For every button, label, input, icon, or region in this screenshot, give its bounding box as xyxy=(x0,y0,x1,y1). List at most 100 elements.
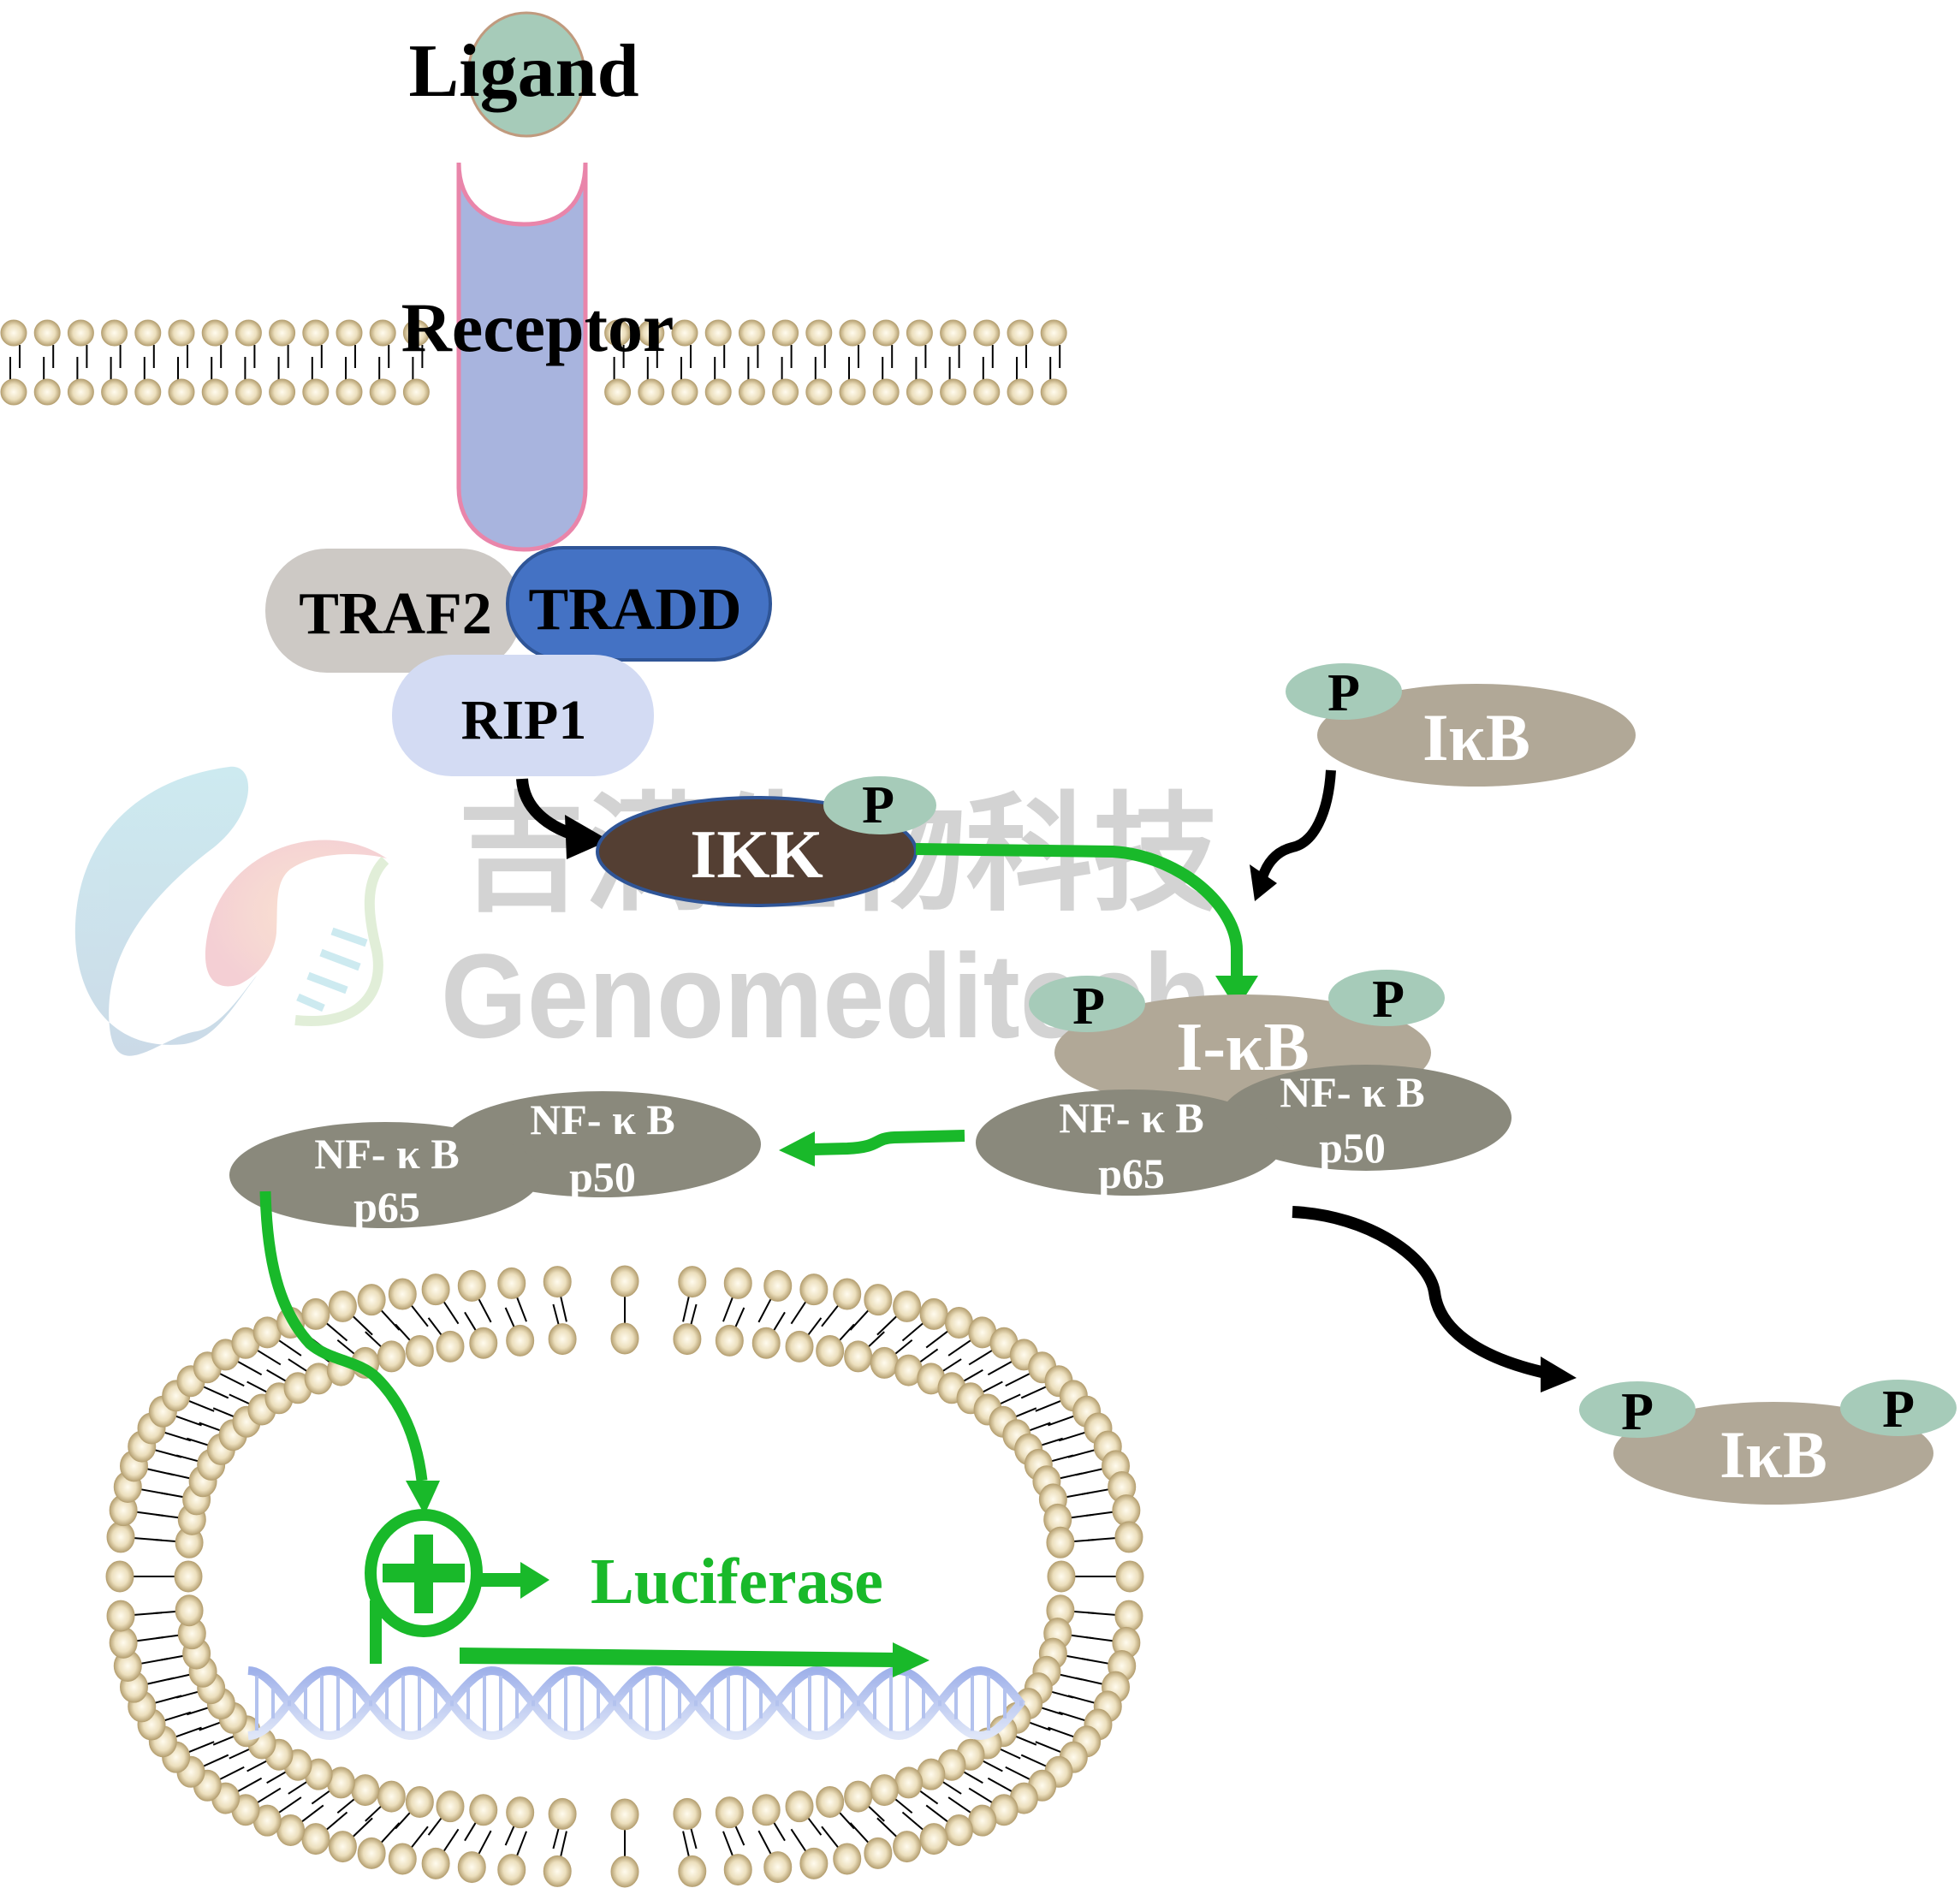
free-p50-label: p50 xyxy=(569,1153,636,1201)
lipid-head xyxy=(469,1327,498,1359)
lipid-head xyxy=(421,1847,450,1879)
lipid-head xyxy=(497,1854,526,1886)
lipid-head xyxy=(738,378,765,406)
lipid-tail xyxy=(734,1824,745,1846)
lipid-tail xyxy=(1071,1513,1094,1519)
lipid-tail xyxy=(410,1826,429,1849)
release-nfkb-green-arrow xyxy=(812,1130,965,1155)
lipid-head xyxy=(109,1626,138,1659)
lipid-tail xyxy=(1051,1690,1074,1699)
lipid-head xyxy=(357,1284,386,1316)
lipid-head xyxy=(673,1797,702,1830)
lipid-tail xyxy=(757,1297,773,1323)
lipid-head xyxy=(201,378,229,406)
lipid-tail xyxy=(849,1309,870,1331)
ikb-degraded-label: IκB xyxy=(1719,1417,1827,1492)
lipid-head xyxy=(610,1265,639,1297)
lipid-head xyxy=(671,319,698,347)
lipid-tail xyxy=(156,1513,179,1519)
lipid-head xyxy=(1046,1526,1075,1558)
lipid-tail xyxy=(212,1735,235,1746)
lipid-tail xyxy=(982,1380,1003,1393)
lipid-tail xyxy=(1058,1431,1086,1442)
lipid-head xyxy=(388,1843,417,1875)
lipid-head xyxy=(772,319,799,347)
complex-p50-label: p50 xyxy=(1319,1124,1386,1172)
lipid-tail xyxy=(689,1303,698,1327)
promoter-stem xyxy=(370,1600,382,1664)
lipid-head xyxy=(174,1560,203,1593)
lipid-head xyxy=(864,1284,893,1316)
lipid-tail xyxy=(380,1309,401,1331)
lipid-head xyxy=(101,319,128,347)
lipid-head xyxy=(805,378,833,406)
dna-strand xyxy=(247,1665,1025,1741)
ikk-phospho-label: P xyxy=(862,776,894,834)
free-p65-subunit xyxy=(229,1122,541,1228)
lipid-head xyxy=(723,1267,752,1299)
lipid-tail xyxy=(352,1315,373,1336)
lipid-head xyxy=(457,1269,486,1302)
lipid-tail xyxy=(277,1339,302,1357)
traf2-label: TRAF2 xyxy=(299,581,492,647)
rip1-protein xyxy=(392,655,654,776)
lipid-tail xyxy=(246,1760,268,1772)
lipid-head xyxy=(469,1794,498,1826)
lipid-head xyxy=(436,1790,465,1823)
lipid-head xyxy=(610,1322,639,1355)
free-p50-name: NF- κ B xyxy=(530,1095,674,1143)
lipid-tail xyxy=(876,1315,898,1336)
lipid-tail xyxy=(1041,1707,1063,1716)
lipid-head xyxy=(543,1266,572,1298)
luciferase-label: Luciferase xyxy=(591,1546,883,1618)
lipid-tail xyxy=(167,1472,190,1480)
lipid-tail xyxy=(203,1386,229,1399)
lipid-head xyxy=(893,1290,922,1322)
free-p65-name: NF- κ B xyxy=(314,1130,459,1178)
lipid-tail xyxy=(229,1748,250,1760)
lipid-head xyxy=(763,1269,793,1302)
lipid-tail xyxy=(1015,1735,1037,1746)
lipid-tail xyxy=(153,1610,176,1615)
lipid-tail xyxy=(365,1331,383,1348)
lipid-tail xyxy=(163,1431,192,1442)
lipid-head xyxy=(839,319,866,347)
lipid-tail xyxy=(1029,1422,1051,1432)
promoter-output-arrowhead xyxy=(520,1562,549,1599)
ikb-degraded-protein xyxy=(1613,1402,1933,1505)
lipid-head xyxy=(1114,1600,1143,1632)
lipid-tail xyxy=(941,1358,962,1373)
lipid-head xyxy=(1114,1521,1143,1553)
lipid-head xyxy=(369,319,396,347)
lipid-tail xyxy=(772,1820,786,1842)
lipid-head xyxy=(106,1521,135,1553)
lipid-head xyxy=(1112,1494,1141,1527)
lipid-head xyxy=(906,378,933,406)
lipid-head xyxy=(235,319,262,347)
lipid-tail xyxy=(1000,1748,1021,1760)
lipid-head xyxy=(1115,1560,1144,1593)
receptor-label: Receptor xyxy=(401,288,674,366)
lipid-tail xyxy=(968,1787,993,1804)
free-p65-label: p65 xyxy=(353,1183,420,1231)
lipid-tail xyxy=(427,1317,443,1337)
lipid-head xyxy=(134,319,162,347)
lipid-tail xyxy=(257,1787,282,1804)
lipid-head xyxy=(944,1814,973,1846)
lipid-tail xyxy=(212,1407,235,1418)
lipid-head xyxy=(0,378,27,406)
lipid-head xyxy=(497,1267,526,1299)
complex-p65-label: p65 xyxy=(1098,1149,1165,1197)
promoter-output-line xyxy=(475,1573,522,1587)
complex-p50-subunit xyxy=(1221,1065,1512,1171)
lipid-tail xyxy=(1035,1741,1061,1754)
transcription-arrow-shaft xyxy=(460,1648,899,1667)
lipid-tail xyxy=(246,1380,268,1393)
lipid-head xyxy=(870,1774,899,1807)
lipid-head xyxy=(893,1831,922,1863)
lipid-tail xyxy=(266,1771,287,1784)
lipid-head xyxy=(67,378,94,406)
lipid-head xyxy=(844,1780,873,1813)
lipid-head xyxy=(785,1330,814,1363)
ikk-label: IKK xyxy=(690,817,823,893)
